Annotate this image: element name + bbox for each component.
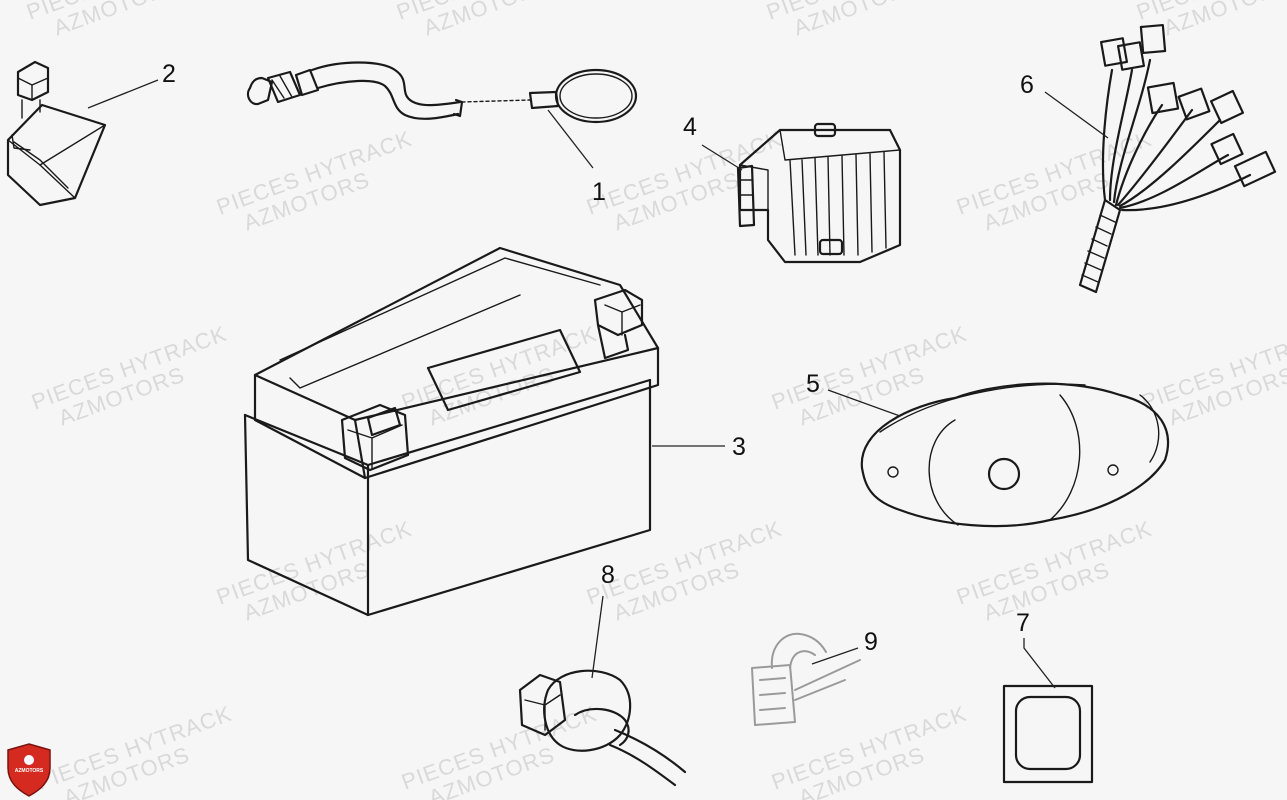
callout-4: 4 bbox=[683, 113, 697, 141]
callout-3: 3 bbox=[732, 433, 746, 461]
azmotors-logo: AZMOTORS bbox=[7, 743, 51, 797]
logo-shield-icon bbox=[7, 743, 51, 797]
battery-cable-drawing bbox=[246, 61, 638, 124]
ignition-switch-drawing bbox=[518, 669, 687, 787]
callout-9: 9 bbox=[864, 628, 878, 656]
logo-text: AZMOTORS bbox=[15, 768, 44, 774]
callout-6: 6 bbox=[1020, 71, 1034, 99]
battery-drawing bbox=[243, 246, 660, 617]
callout-5: 5 bbox=[806, 370, 820, 398]
callout-1: 1 bbox=[592, 178, 606, 206]
leader-line-5 bbox=[827, 389, 901, 417]
leader-line-8 bbox=[591, 595, 604, 679]
callout-7: 7 bbox=[1016, 609, 1030, 637]
leader-line-9 bbox=[811, 647, 859, 665]
callout-8: 8 bbox=[601, 561, 615, 589]
leader-line-4 bbox=[701, 144, 743, 171]
relay-box-drawing bbox=[6, 60, 107, 207]
callout-labels: 2 1 4 6 3 5 8 9 7 bbox=[162, 60, 1034, 656]
leader-line-6 bbox=[1044, 91, 1109, 139]
leader-line-7 bbox=[1023, 638, 1056, 689]
wiring-harness-drawing bbox=[1078, 23, 1277, 294]
pad-drawing bbox=[1002, 684, 1094, 784]
connector-drawing bbox=[751, 632, 861, 726]
leader-line-2 bbox=[87, 79, 159, 109]
voltage-regulator-drawing bbox=[736, 122, 902, 264]
leader-lines bbox=[87, 79, 1109, 689]
leader-line-1 bbox=[547, 109, 594, 169]
tail-light-drawing bbox=[860, 382, 1170, 528]
logo-emblem-icon bbox=[24, 755, 34, 765]
callout-2: 2 bbox=[162, 60, 176, 88]
